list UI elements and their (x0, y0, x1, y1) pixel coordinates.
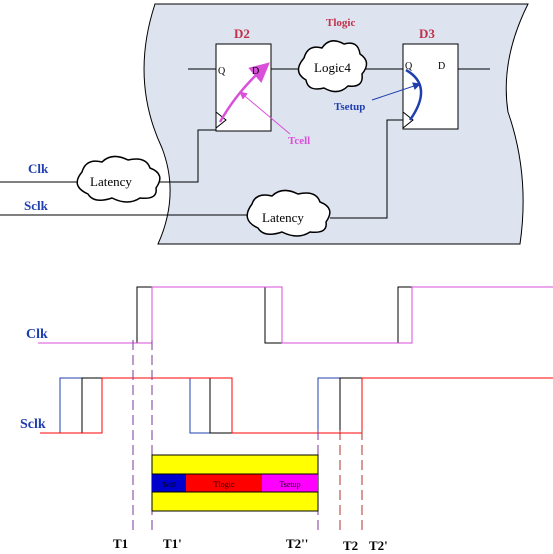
marker-label-t1: T1 (113, 536, 128, 551)
clk-latency-out-wire (158, 129, 216, 183)
sclk-signal-label: Sclk (20, 417, 46, 432)
clk-waveform-magenta (38, 286, 553, 344)
bar-label-tsetup: Tsetup (279, 480, 300, 489)
tsetup-path (405, 68, 423, 121)
logic-label: Logic4 (314, 60, 351, 75)
d3-pin-d: D (438, 61, 445, 72)
clk-waveform-black-2 (264, 287, 282, 344)
circuit-panel (143, 3, 529, 245)
clk-waveform-black (38, 286, 152, 344)
bar-label-tcell: Tcell (162, 481, 176, 489)
latency-cloud-top (76, 155, 161, 203)
logic-cloud (297, 40, 368, 93)
marker-label-t2: T2 (343, 538, 358, 553)
sclk-input-label: Sclk (24, 198, 49, 213)
d3-pin-q: Q (405, 61, 413, 72)
d2-pin-q: Q (218, 66, 226, 77)
tcell-label: Tcell (288, 135, 310, 147)
bar-label-tlogic: Tlogic (214, 480, 235, 489)
sclk-waveform-red (40, 377, 553, 434)
sclk-waveform-blue (40, 377, 510, 434)
sclk-waveform-black (40, 377, 530, 434)
tsetup-label: Tsetup (334, 101, 365, 113)
latency-cloud-bottom (246, 189, 331, 237)
d2-title: D2 (234, 26, 250, 41)
clk-input-label: Clk (28, 161, 49, 176)
latency-top-label: Latency (90, 174, 132, 189)
latency-bottom-label: Latency (262, 210, 304, 225)
tsetup-pointer (371, 82, 421, 101)
marker-label-t2-prime: T2' (369, 538, 388, 553)
bar-segment-tlogic (186, 474, 262, 492)
d2-pin-d: D (252, 66, 259, 77)
clk-signal-label: Clk (26, 327, 48, 342)
marker-label-t2-double-prime: T2'' (286, 536, 308, 551)
d2-clock-triangle (215, 111, 227, 129)
d3-title: D3 (419, 26, 435, 41)
bar-segment-tsetup (262, 474, 318, 492)
tcell-pointer (239, 91, 291, 135)
bar-segment-tcell (152, 474, 186, 492)
d3-clock-triangle (402, 111, 414, 129)
sclk-latency-out-wire (330, 119, 403, 219)
tlogic-label: Tlogic (326, 17, 355, 29)
marker-label-t1-prime: T1' (163, 536, 182, 551)
clk-waveform-black-3 (397, 286, 412, 343)
